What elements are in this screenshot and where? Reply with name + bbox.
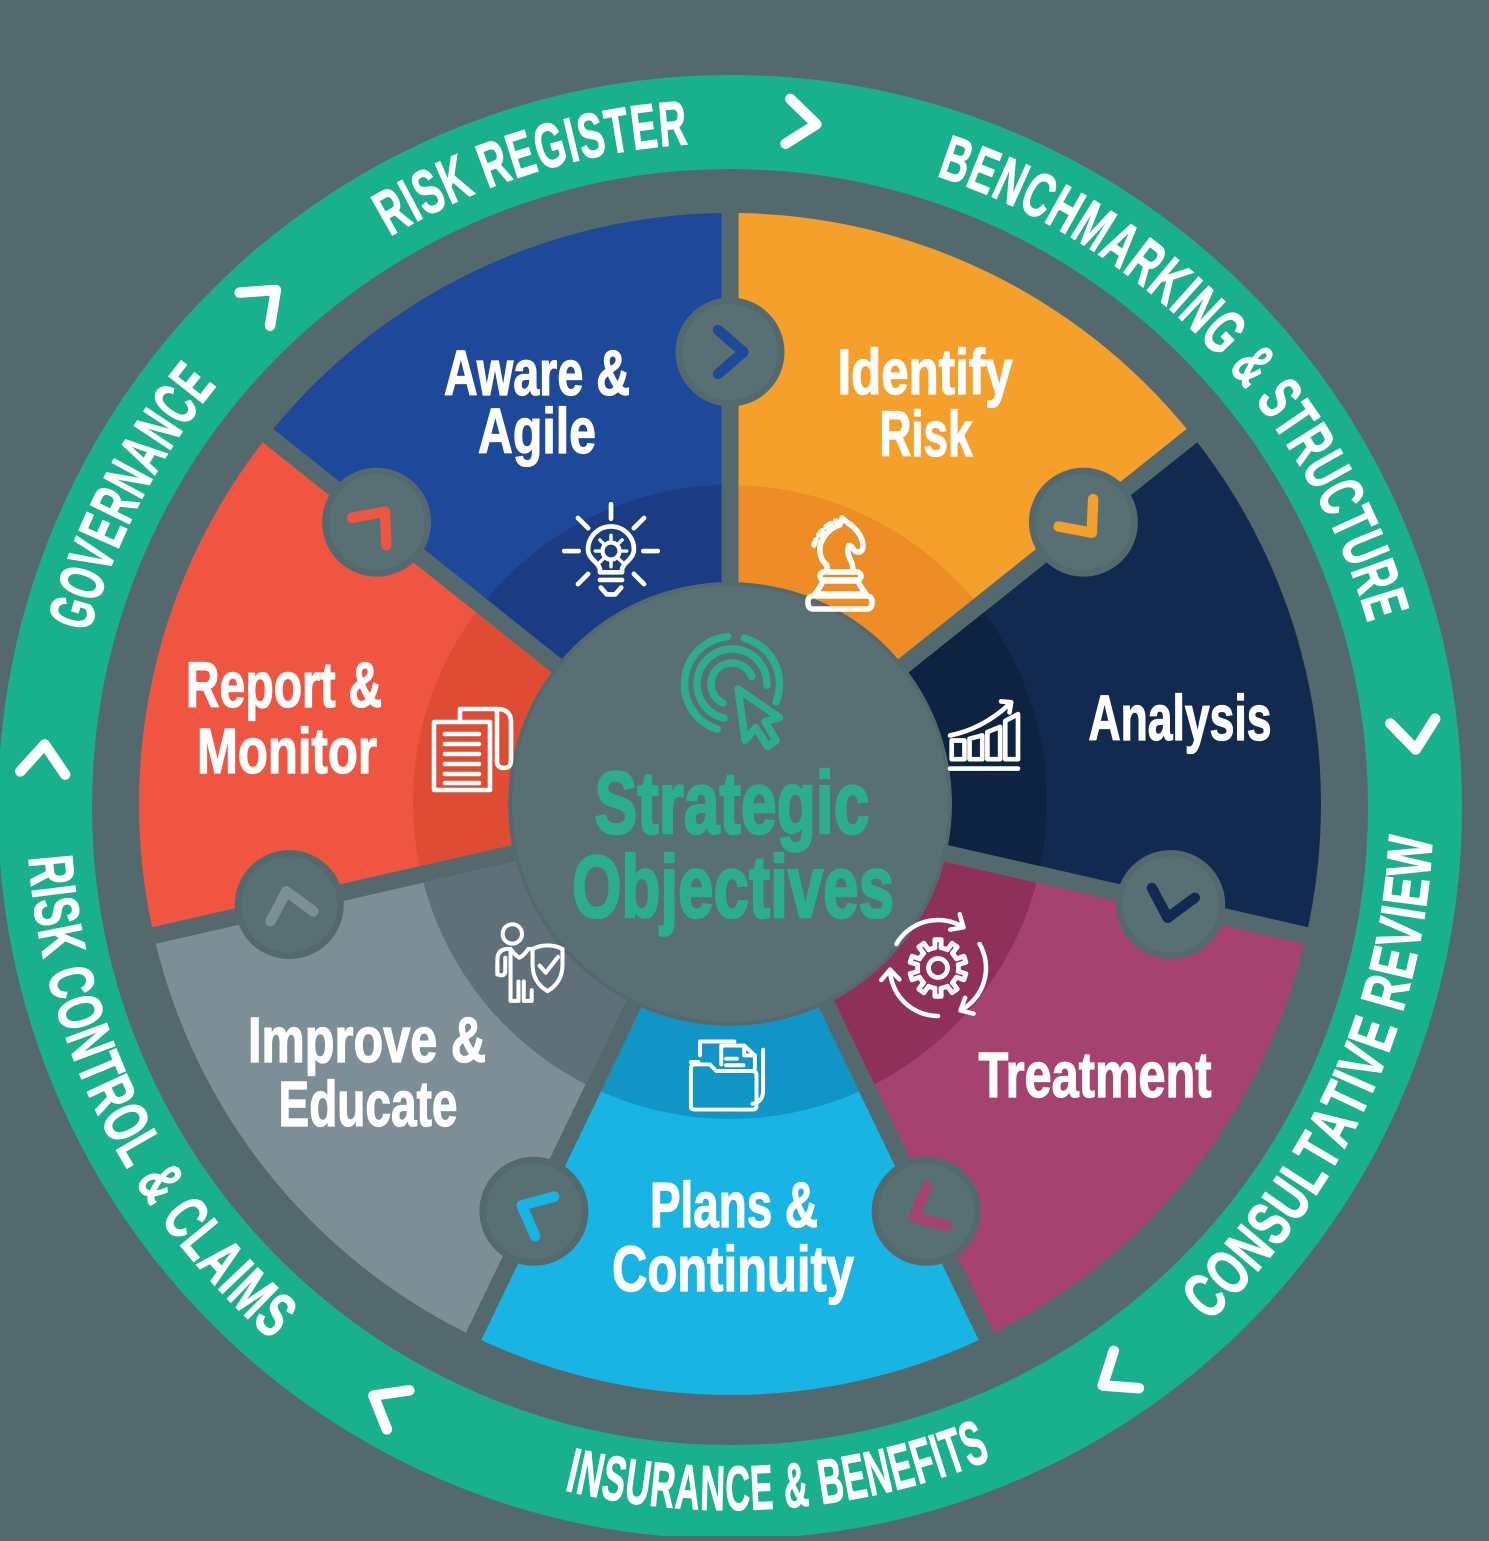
svg-text:W: W: [1374, 833, 1447, 880]
svg-text:Aware &: Aware &: [444, 337, 630, 409]
svg-text:Report &: Report &: [186, 649, 382, 721]
svg-text:N: N: [700, 1452, 726, 1524]
svg-text:Strategic: Strategic: [595, 753, 870, 852]
svg-text:Improve &: Improve &: [248, 1004, 486, 1076]
svg-text:R: R: [656, 89, 690, 161]
svg-text:Analysis: Analysis: [1089, 682, 1272, 754]
svg-text:Monitor: Monitor: [197, 715, 377, 787]
svg-text:Risk: Risk: [880, 398, 973, 470]
svg-text:U: U: [621, 1445, 655, 1519]
svg-text:A: A: [673, 1451, 702, 1523]
svg-text:Agile: Agile: [478, 395, 596, 467]
svg-text:Educate: Educate: [279, 1068, 458, 1140]
svg-text:Identify: Identify: [838, 336, 1013, 408]
svg-text:C: C: [725, 1453, 750, 1524]
svg-text:Treatment: Treatment: [979, 1039, 1212, 1111]
svg-text:Plans &: Plans &: [650, 1169, 818, 1241]
svg-text:E: E: [749, 1452, 775, 1524]
svg-text:Objectives: Objectives: [572, 837, 894, 936]
svg-text:R: R: [15, 852, 87, 888]
svg-text:Continuity: Continuity: [612, 1233, 854, 1305]
